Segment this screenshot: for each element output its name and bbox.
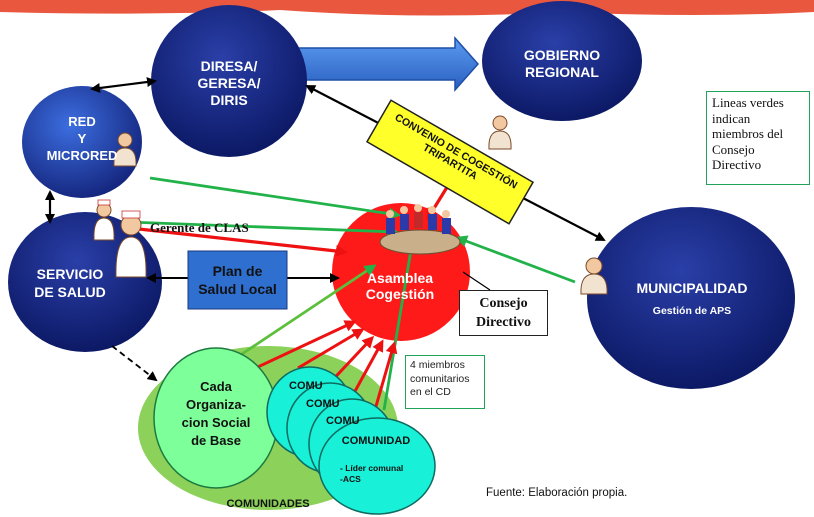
nurse-icon-large xyxy=(115,210,147,278)
organizacion-label: Cada Organiza- cion Social de Base xyxy=(181,379,251,448)
consejo-pointer xyxy=(462,271,491,291)
green-line-red xyxy=(149,176,401,220)
person-icon-red xyxy=(113,132,137,167)
red-line-gerente xyxy=(129,226,348,257)
red-line-organizacion xyxy=(246,320,357,374)
consejo-directivo-box: Consejo Directivo xyxy=(459,290,548,336)
green-line-comunidad xyxy=(382,229,419,411)
nurse-icon-small xyxy=(93,199,115,241)
red-label: RED Y MICRORED xyxy=(46,114,118,163)
comunidad-label: COMUNIDAD xyxy=(341,435,411,447)
servicio-label: SERVICIO DE SALUD xyxy=(34,266,106,300)
blue-block-arrow xyxy=(289,36,480,92)
meeting-table-icon xyxy=(379,204,461,255)
source-caption: Fuente: Elaboración propia. xyxy=(486,487,628,499)
comunidad-partial-label-2: COMU xyxy=(306,398,340,410)
comunidad-partial-label-3: COMU xyxy=(326,415,360,427)
diresa-label: DIRESA/ GERESA/ DIRIS xyxy=(197,58,261,108)
plan-box xyxy=(187,250,288,310)
plan-label: Plan de Salud Local xyxy=(198,263,277,297)
comunidad-node-4 xyxy=(318,417,436,515)
title-fragment xyxy=(0,0,814,16)
person-icon-municipalidad xyxy=(580,257,608,295)
gerente-label: Gerente de CLAS xyxy=(150,220,249,235)
municipalidad-label: MUNICIPALIDAD xyxy=(636,280,748,296)
comunidad-sub-label: - Líder comunal -ACS xyxy=(340,463,404,484)
comunidades-label: COMUNIDADES xyxy=(226,498,310,510)
red-node xyxy=(22,86,142,198)
asamblea-label: Asamblea Cogestión xyxy=(365,270,435,302)
gobierno-label: GOBIERNO REGIONAL xyxy=(523,47,601,80)
servicio-comunidades-dashed xyxy=(111,345,158,382)
municipalidad-node xyxy=(587,207,795,389)
convenio-banner xyxy=(365,99,535,225)
cuatro-miembros-box: 4 miembros comunitarios en el CD xyxy=(405,355,485,409)
green-line-servicio xyxy=(127,220,399,238)
comunidad-partial-label-1: COMU xyxy=(289,380,323,392)
person-icon-gobierno xyxy=(488,115,512,150)
diresa-red-arrow xyxy=(90,77,157,93)
green-line-municipalidad xyxy=(455,235,576,284)
legend-green-lines: Lineas verdes indican miembros del Conse… xyxy=(706,91,810,185)
red-line-comu-1 xyxy=(297,328,365,370)
municipalidad-sub-label: Gestión de APS xyxy=(652,305,732,317)
diresa-node xyxy=(151,5,307,157)
